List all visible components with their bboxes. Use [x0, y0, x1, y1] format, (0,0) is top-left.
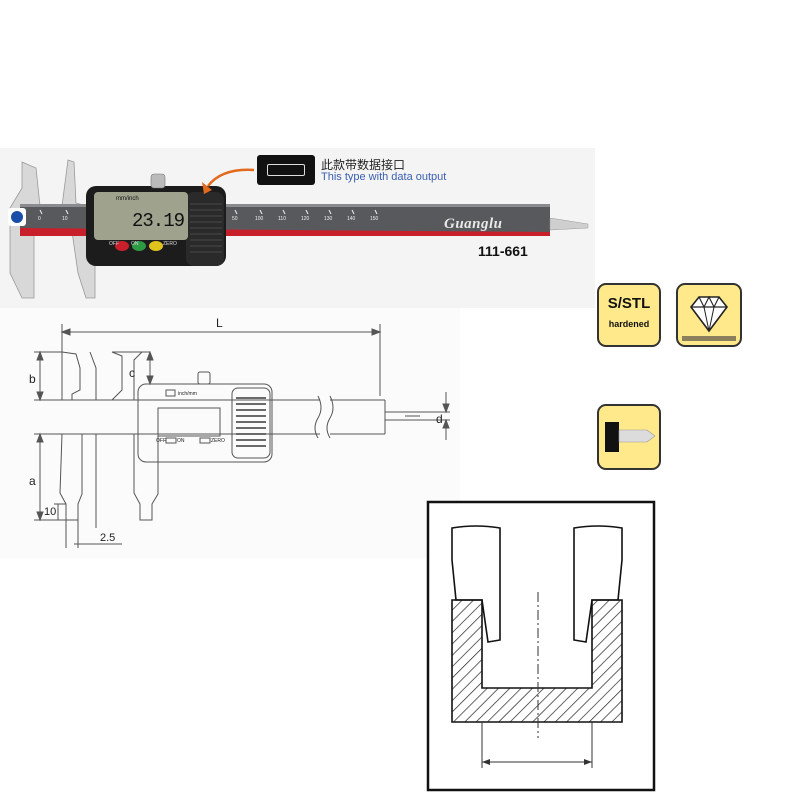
- diamond-icon: [676, 283, 742, 347]
- scale-tick: 130: [324, 216, 333, 222]
- drawing-on-label: ON: [177, 438, 185, 444]
- material-badge: S/STL hardened: [597, 283, 661, 347]
- scale-tick: 110: [278, 216, 286, 222]
- dim-label-d: d: [436, 412, 443, 426]
- drawing-off-label: OFF: [156, 438, 166, 444]
- technical-drawing: [0, 308, 460, 558]
- dim-label-b: b: [29, 372, 36, 386]
- dim-label-10: 10: [44, 506, 57, 518]
- drawing-unit-label: inch/mm: [178, 391, 197, 397]
- dim-label-a: a: [29, 474, 36, 488]
- drawing-zero-label: ZERO: [211, 438, 225, 444]
- scale-tick: 150: [370, 216, 379, 222]
- dim-label-c: c: [129, 366, 135, 380]
- scale-tick: 100: [255, 216, 264, 222]
- brand-logo-text: Guanglu: [444, 216, 503, 232]
- dim-label-L: L: [216, 316, 223, 330]
- photo-on-label: ON: [131, 241, 139, 247]
- scale-tick: 0: [38, 216, 41, 222]
- model-number: 111-661: [478, 243, 528, 259]
- caliper-photo: [8, 159, 589, 299]
- callout-chinese: 此款带数据接口: [321, 158, 406, 172]
- data-port-image: [257, 155, 315, 185]
- scale-tick: 50: [232, 216, 238, 222]
- scale-tick: 120: [301, 216, 310, 222]
- dim-label-2-5: 2.5: [100, 532, 116, 544]
- photo-off-label: OFF: [109, 241, 119, 247]
- lcd-unit: mm/inch: [116, 196, 139, 202]
- jaw-edge-icon: [597, 404, 661, 470]
- material-line1: S/STL: [607, 295, 651, 312]
- photo-zero-label: ZERO: [163, 241, 177, 247]
- material-line2: hardened: [608, 319, 650, 329]
- scale-tick: 10: [62, 216, 68, 222]
- callout-english: This type with data output: [321, 171, 447, 183]
- scale-tick: 140: [347, 216, 356, 222]
- inside-measuring-section-diagram: [426, 500, 656, 792]
- lcd-reading: 23.19: [131, 210, 185, 232]
